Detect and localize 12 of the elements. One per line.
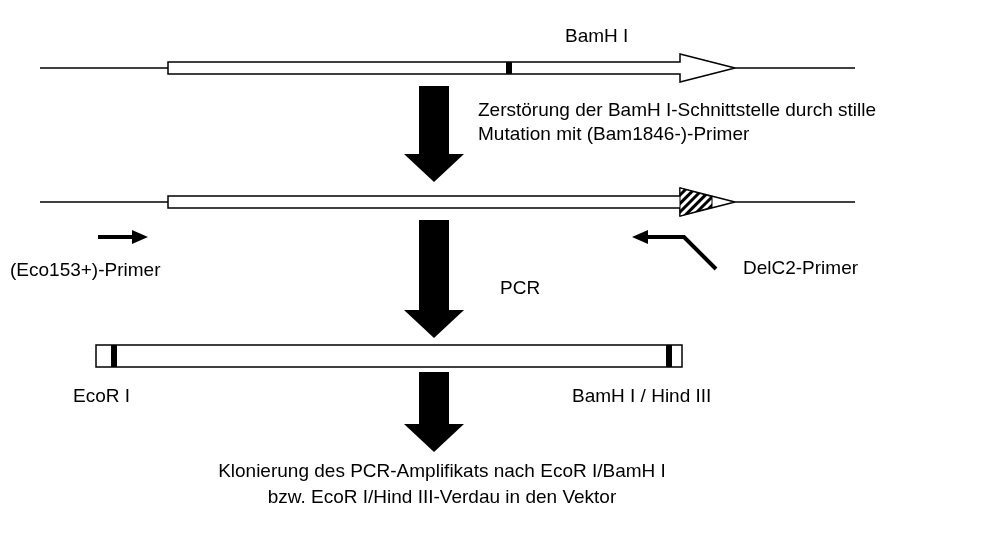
primer-label: (Eco153+)-Primer bbox=[10, 258, 161, 282]
process-arrow bbox=[404, 86, 464, 182]
edge-label: Zerstörung der BamH I-Schnittstelle durch stille Mutation mit (Bam1846-)-Primer bbox=[478, 98, 878, 146]
process-arrow bbox=[404, 220, 464, 338]
restriction-site-label: BamH I bbox=[565, 24, 629, 48]
restriction-site-label: EcoR I bbox=[73, 384, 131, 408]
dna-construct-drawing bbox=[40, 188, 855, 216]
result-text: Klonierung des PCR-Amplifikats nach EcoR I/BamH I bzw. EcoR I/Hind III-Verdau in den Vektor bbox=[207, 458, 677, 510]
edge-label: PCR bbox=[500, 276, 542, 300]
process-arrow bbox=[404, 372, 464, 452]
restriction-site-label: BamH I / Hind III bbox=[572, 384, 712, 408]
primer-label: DelC2-Primer bbox=[743, 256, 859, 280]
